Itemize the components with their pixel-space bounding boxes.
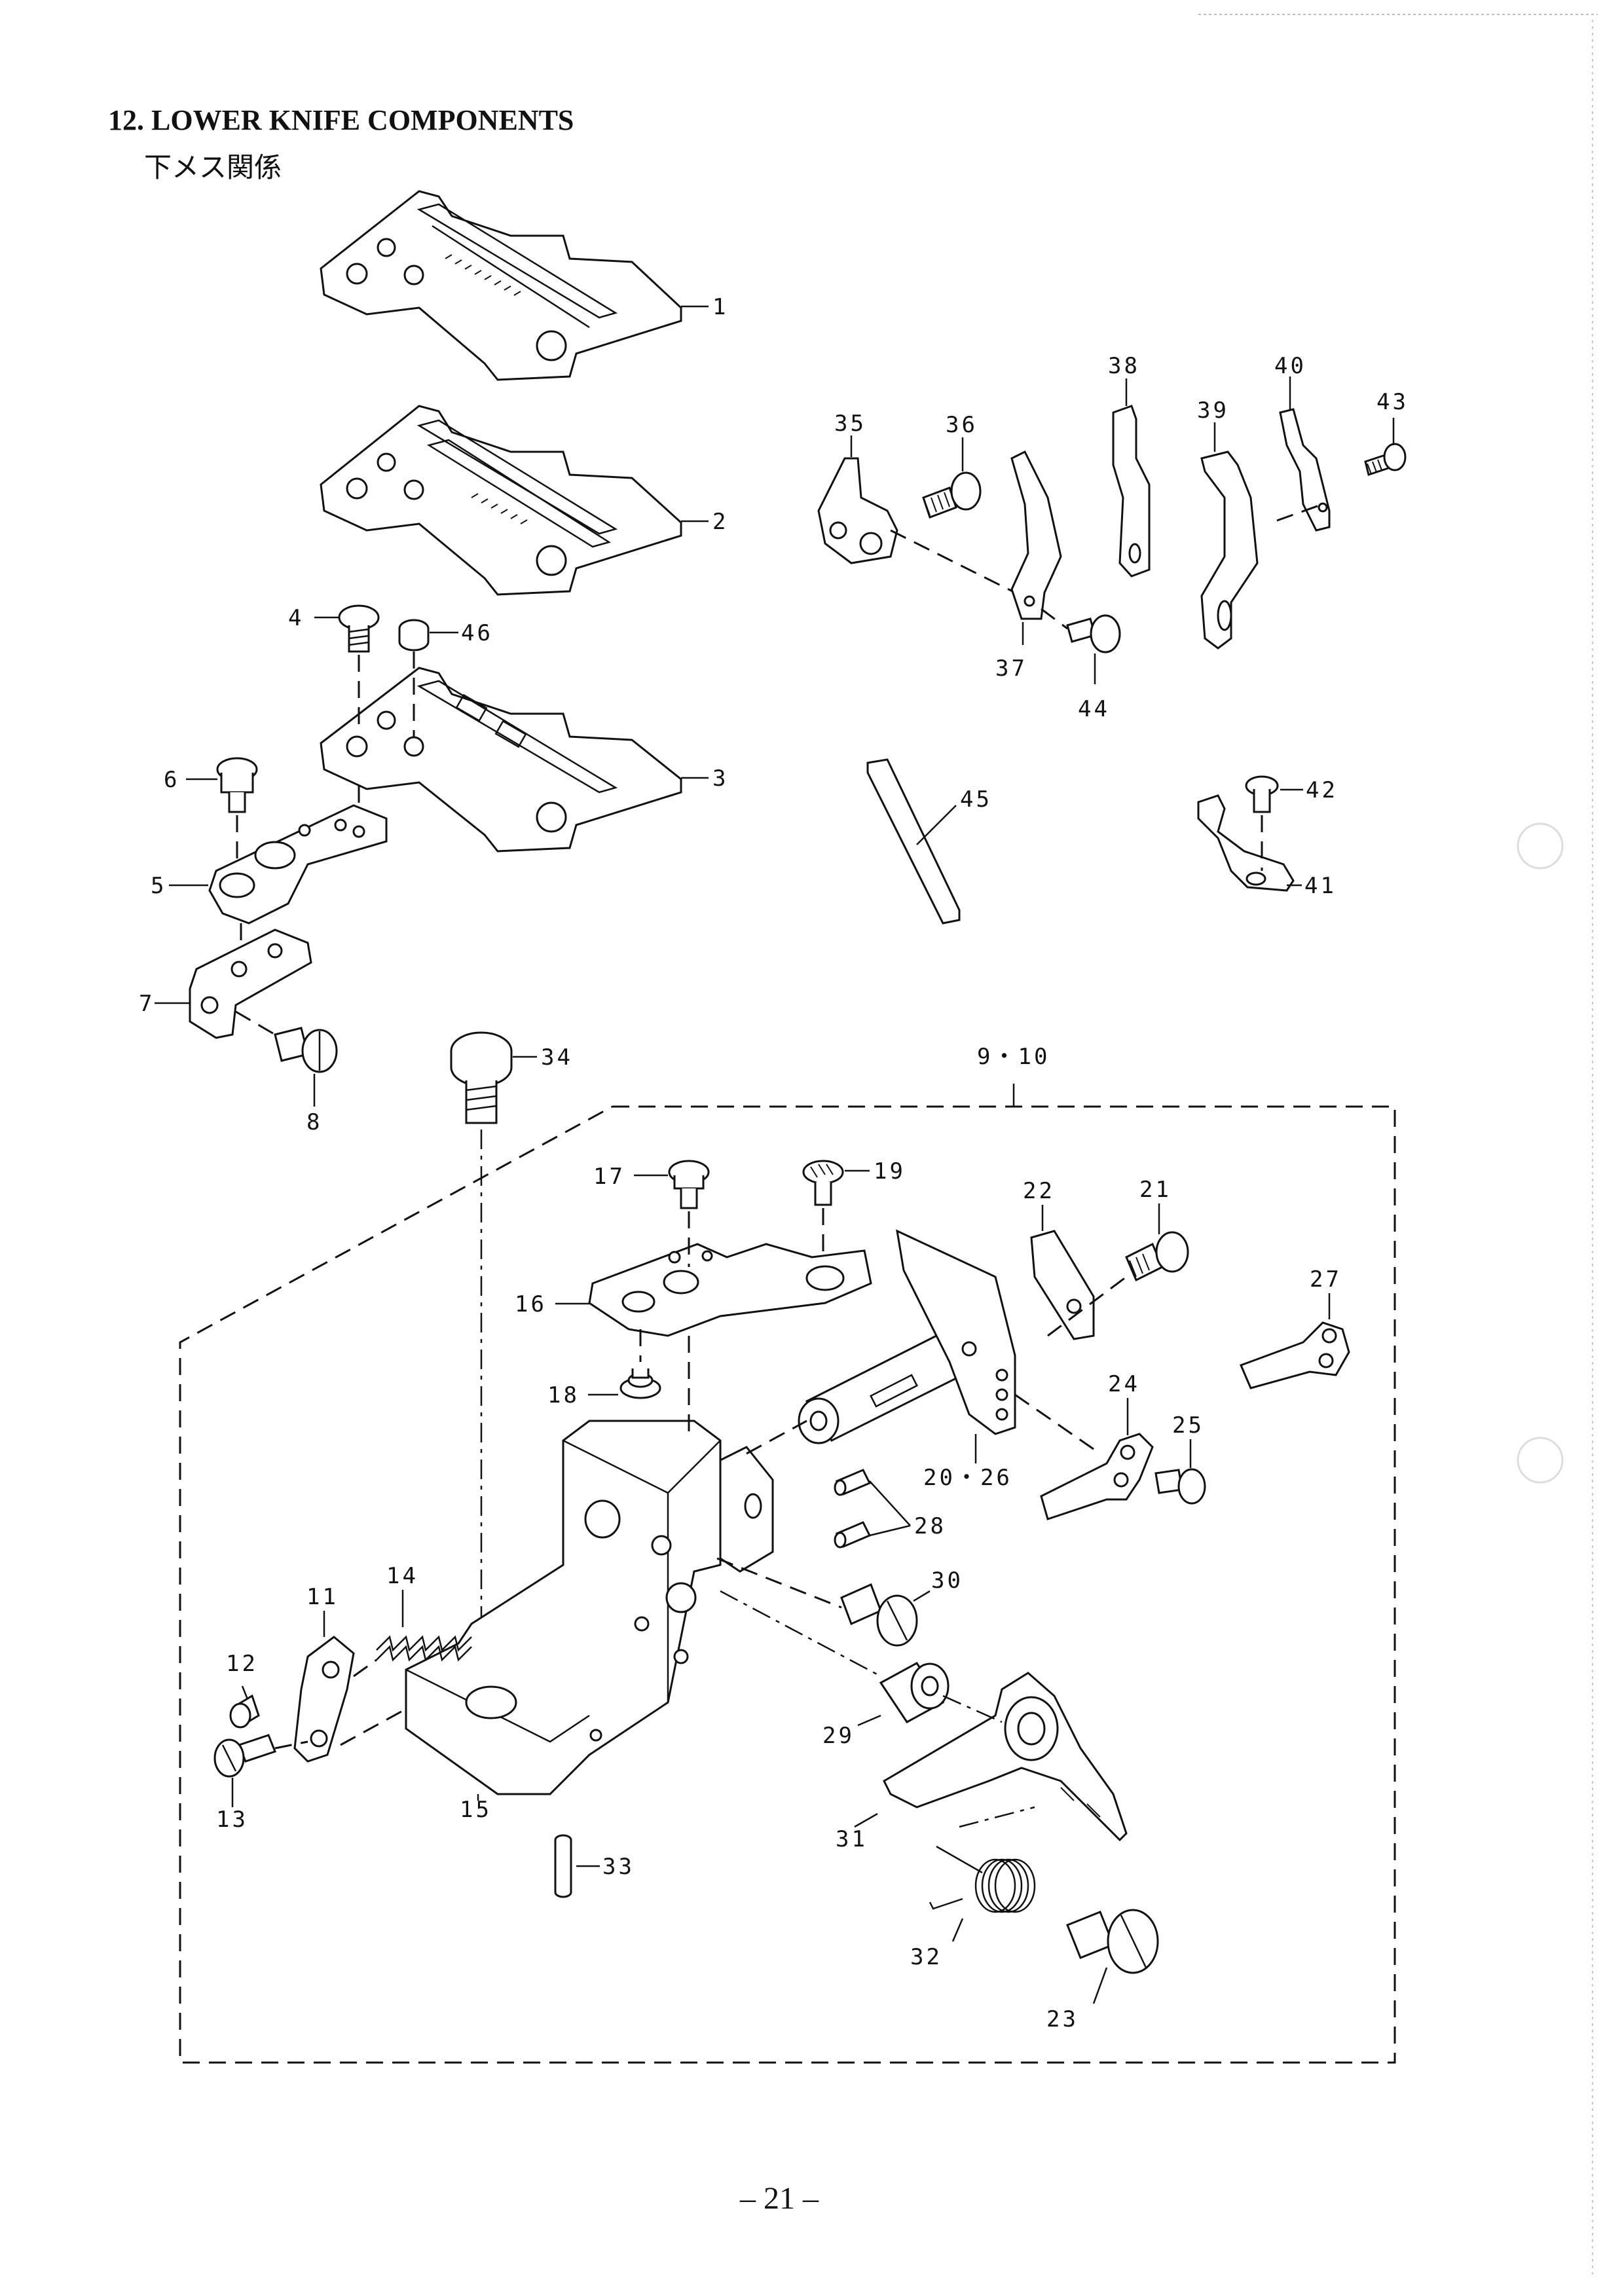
needle-plate-2: [320, 405, 682, 596]
label-34: 34: [541, 1044, 573, 1071]
lever-24: [1040, 1433, 1154, 1520]
spring-32: [929, 1845, 1036, 1913]
bracket-5: [208, 804, 388, 925]
label-25: 25: [1172, 1412, 1204, 1439]
label-12: 12: [226, 1651, 258, 1677]
pins-28: [834, 1469, 872, 1549]
bracket-7: [189, 928, 312, 1039]
screw-34: [450, 1031, 513, 1124]
pin-33: [554, 1834, 572, 1898]
label-32: 32: [910, 1944, 942, 1970]
label-5: 5: [151, 873, 166, 899]
screw-23: [1066, 1909, 1159, 1974]
screw-25: [1154, 1468, 1206, 1505]
label-41: 41: [1304, 873, 1337, 899]
blade-39: [1200, 450, 1259, 650]
label-22: 22: [1023, 1178, 1055, 1204]
needle-plate-3: [320, 667, 682, 853]
label-44: 44: [1078, 696, 1110, 722]
label-31: 31: [836, 1826, 868, 1852]
lever-31: [883, 1672, 1128, 1842]
label-45: 45: [960, 786, 992, 813]
label-39: 39: [1197, 397, 1229, 424]
collar-29: [879, 1662, 950, 1723]
shaft-20-26: [798, 1229, 1016, 1444]
label-2: 2: [712, 509, 728, 535]
label-7: 7: [139, 991, 155, 1017]
label-33: 33: [602, 1854, 635, 1880]
label-17: 17: [593, 1164, 625, 1190]
label-24: 24: [1108, 1371, 1140, 1397]
label-38: 38: [1108, 353, 1140, 379]
label-43: 43: [1376, 389, 1409, 415]
plate-16: [588, 1243, 872, 1337]
screw-42: [1245, 775, 1279, 813]
blade-40: [1279, 408, 1331, 532]
label-21: 21: [1139, 1177, 1172, 1203]
label-23: 23: [1046, 2006, 1079, 2032]
binder-hole-bottom: [1517, 1437, 1564, 1484]
label-15: 15: [460, 1797, 492, 1823]
label-1: 1: [712, 294, 728, 320]
needle-plate-1: [320, 190, 682, 381]
label-16: 16: [515, 1291, 547, 1317]
label-29: 29: [822, 1723, 855, 1749]
link-11: [293, 1636, 355, 1763]
screw-19: [802, 1160, 844, 1206]
spring-14: [376, 1635, 472, 1662]
screw-4: [338, 604, 380, 653]
label-27: 27: [1310, 1266, 1342, 1293]
cap-46: [398, 619, 430, 652]
page-title: 12. LOWER KNIFE COMPONENTS: [108, 104, 574, 136]
label-6: 6: [164, 767, 179, 793]
spacer-45: [866, 758, 961, 925]
label-14: 14: [386, 1563, 418, 1589]
binder-hole-top: [1517, 822, 1564, 870]
label-18: 18: [547, 1382, 580, 1408]
screw-13: [213, 1734, 276, 1778]
label-4: 4: [288, 605, 304, 631]
label-13: 13: [216, 1807, 248, 1833]
label-8: 8: [306, 1109, 322, 1135]
nut-18: [619, 1368, 661, 1399]
screw-21: [1125, 1231, 1189, 1282]
screw-36: [922, 471, 982, 519]
label-11: 11: [306, 1584, 339, 1610]
blade-37: [1010, 450, 1062, 620]
screw-43: [1364, 443, 1407, 476]
label-19: 19: [874, 1158, 906, 1184]
screw-30: [840, 1583, 918, 1647]
screw-17: [668, 1160, 710, 1209]
arm-27: [1239, 1321, 1350, 1389]
screw-6: [216, 757, 258, 813]
screw-8: [274, 1027, 338, 1073]
label-3: 3: [712, 765, 728, 792]
knife-holder-15: [405, 1420, 774, 1795]
label-37: 37: [995, 655, 1027, 682]
cap-12: [229, 1694, 260, 1729]
guide-41: [1197, 794, 1295, 892]
label-46: 46: [461, 620, 493, 646]
label-9-10: 9・10: [977, 1044, 1050, 1070]
label-28: 28: [914, 1513, 946, 1539]
label-40: 40: [1274, 353, 1306, 379]
label-30: 30: [931, 1568, 963, 1594]
knife-22: [1030, 1230, 1095, 1340]
screw-44: [1066, 614, 1121, 653]
label-42: 42: [1306, 777, 1338, 803]
page-subtitle: 下メス関係: [144, 151, 282, 183]
blade-38: [1112, 405, 1151, 578]
assembly-boundary-9-10: [179, 1105, 1396, 2064]
label-35: 35: [834, 411, 866, 437]
bracket-35: [817, 457, 898, 564]
label-36: 36: [946, 412, 978, 438]
label-20-26: 20・26: [923, 1465, 1012, 1491]
page-number: – 21 –: [740, 2181, 819, 2216]
